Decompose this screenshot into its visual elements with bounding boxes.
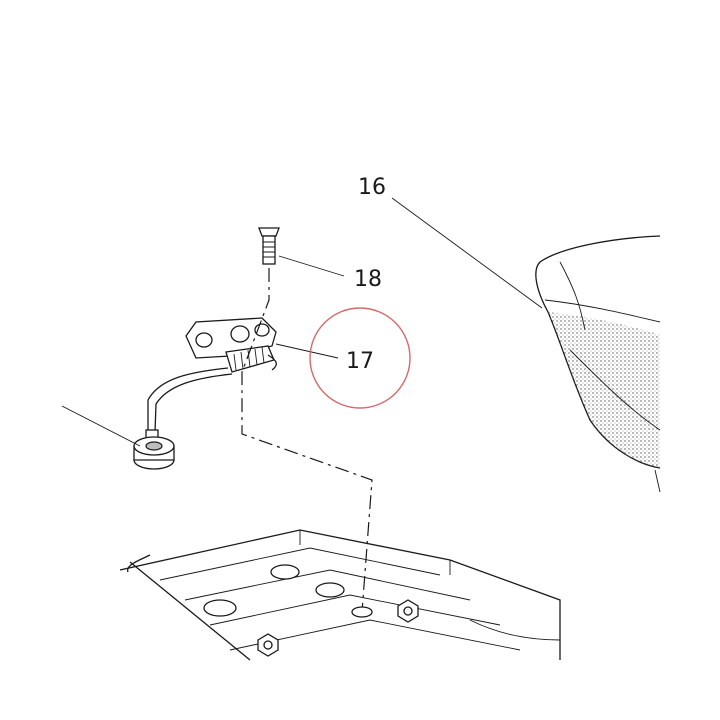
callout-17: 17: [346, 349, 374, 374]
cable-end-leader: [61, 405, 141, 447]
leader-17: [275, 343, 339, 359]
highlight-circle: [309, 307, 411, 409]
part-18-bolt: [258, 227, 280, 265]
callout-18: 18: [354, 267, 382, 292]
leader-18: [278, 255, 345, 277]
part-17-bracket-assembly: [133, 317, 277, 470]
part-16-seat-shell: [535, 235, 661, 493]
frame-outline: [119, 529, 561, 661]
callout-16: 16: [358, 175, 386, 200]
leader-16: [391, 197, 543, 309]
assembly-centerline: [241, 268, 373, 613]
